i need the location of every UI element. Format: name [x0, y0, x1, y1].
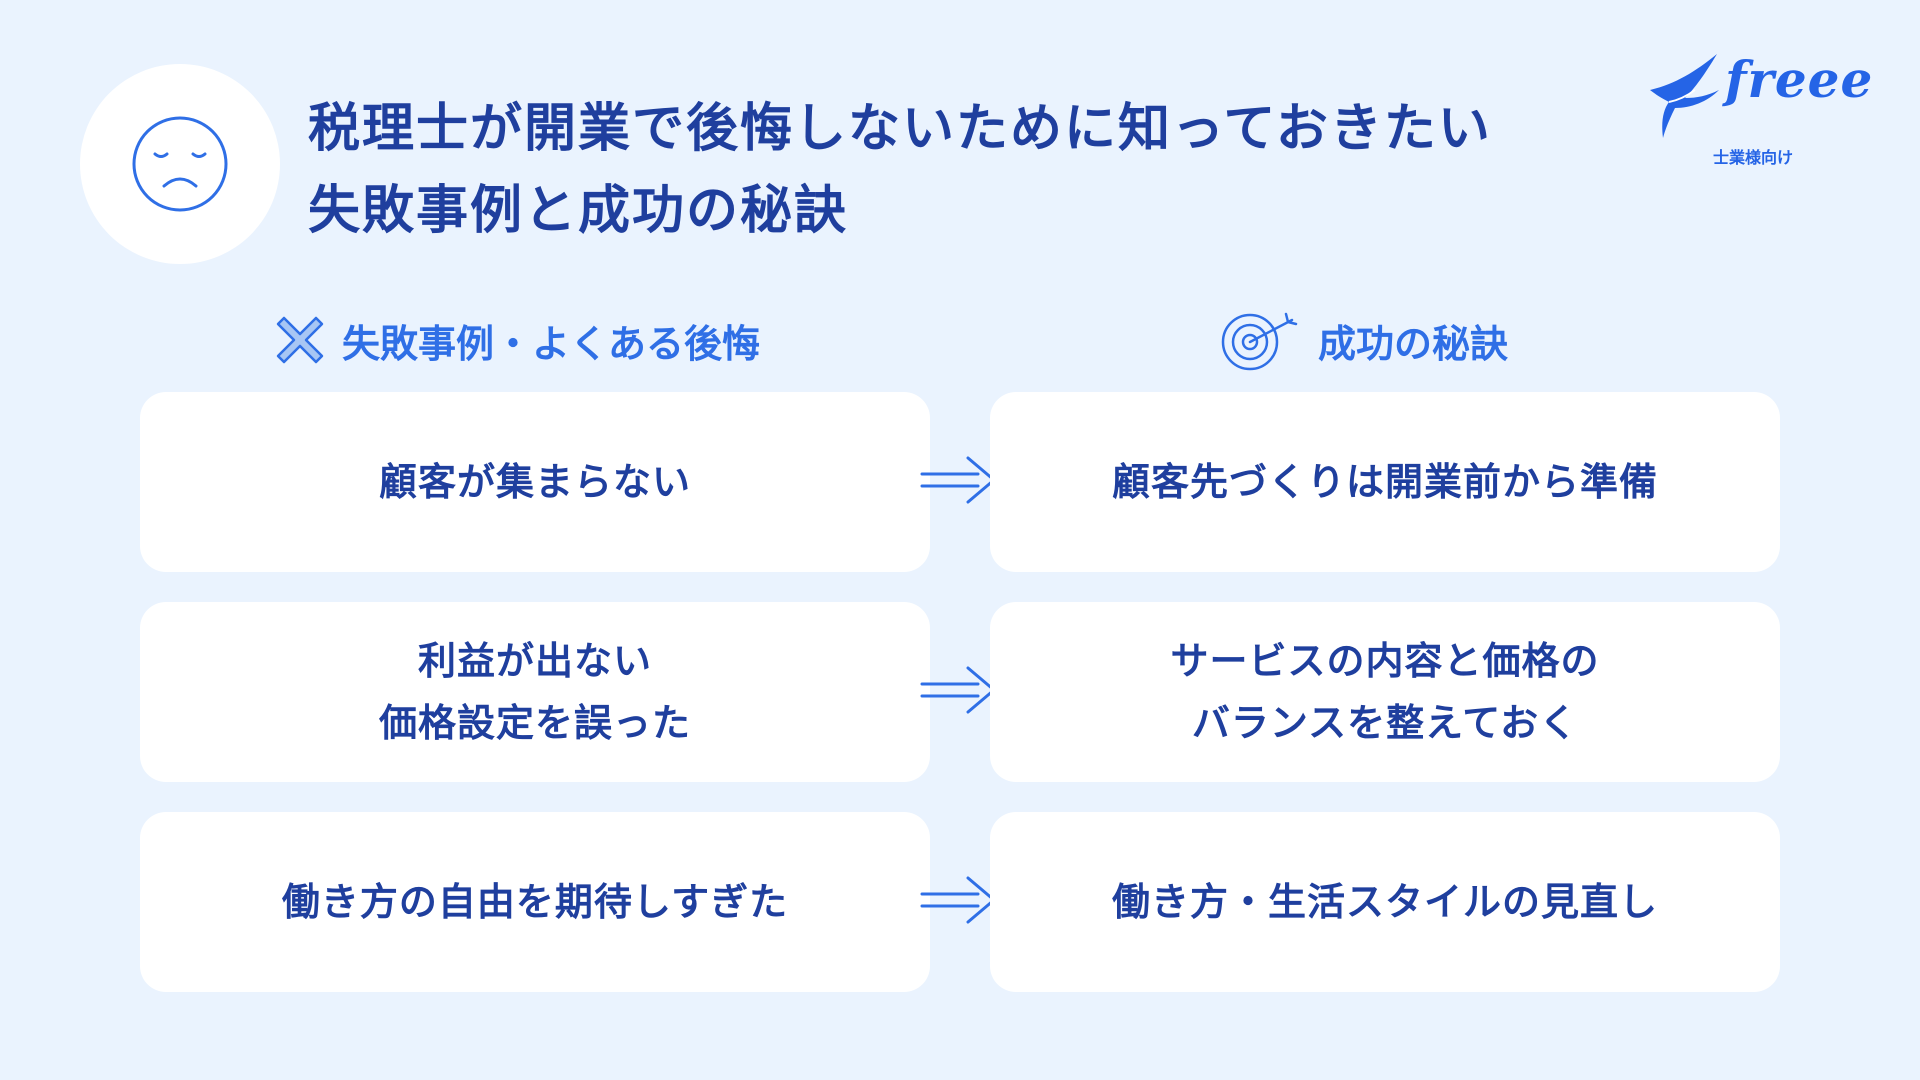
- target-icon: [1218, 308, 1304, 372]
- success-card: 働き方・生活スタイルの見直し: [990, 812, 1780, 992]
- sad-face-badge: [80, 64, 280, 264]
- failure-card-text: 価格設定を誤った: [378, 701, 691, 745]
- success-card: 顧客先づくりは開業前から準備: [990, 392, 1780, 572]
- freee-logo: freee 士業様向け: [1645, 50, 1874, 170]
- cross-icon: [272, 312, 328, 368]
- success-card-text: 顧客先づくりは開業前から準備: [1111, 460, 1658, 504]
- failure-header-label: 失敗事例・よくある後悔: [342, 321, 761, 366]
- title-line-2: 失敗事例と成功の秘訣: [308, 181, 849, 241]
- success-card-text: バランスを整えておく: [1191, 701, 1579, 745]
- title-line-1: 税理士が開業で後悔しないために知っておきたい: [308, 99, 1492, 159]
- success-card: サービスの内容と価格の バランスを整えておく: [990, 602, 1780, 782]
- failure-card-text: 働き方の自由を期待しすぎた: [281, 880, 789, 924]
- failure-card-text: 利益が出ない: [417, 639, 652, 683]
- failure-card: 顧客が集まらない: [140, 392, 930, 572]
- page-title: 税理士が開業で後悔しないために知っておきたい 失敗事例と成功の秘訣: [308, 88, 1492, 252]
- sad-face-icon: [132, 116, 228, 212]
- success-card-text: 働き方・生活スタイルの見直し: [1111, 880, 1658, 924]
- failure-card-text: 顧客が集まらない: [378, 460, 691, 504]
- logo-subtitle: 士業様向け: [1713, 148, 1794, 167]
- success-column-header: 成功の秘訣: [1218, 305, 1508, 375]
- failure-column-header: 失敗事例・よくある後悔: [272, 305, 760, 375]
- success-card-text: サービスの内容と価格の: [1170, 639, 1600, 683]
- failure-card: 働き方の自由を期待しすぎた: [140, 812, 930, 992]
- logo-text: freee: [1725, 50, 1874, 109]
- success-header-label: 成功の秘訣: [1318, 321, 1509, 366]
- freee-bird-logo-icon: [1650, 54, 1719, 138]
- failure-card: 利益が出ない 価格設定を誤った: [140, 602, 930, 782]
